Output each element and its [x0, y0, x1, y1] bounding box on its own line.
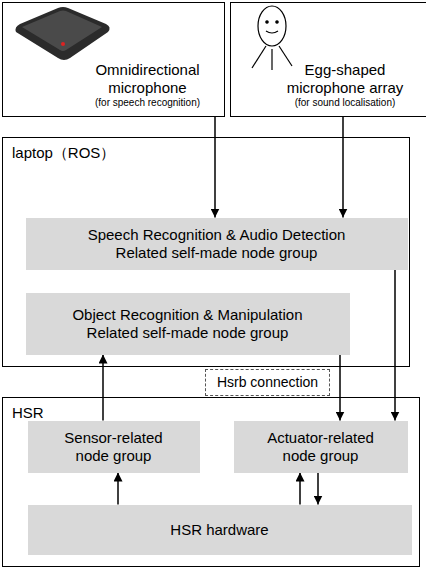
box-label: Speech Recognition & Audio Detection Rel… [72, 226, 362, 262]
tripod-leg [271, 49, 272, 70]
box-note: (for speech recognition) [95, 97, 200, 109]
arrow-connector [339, 355, 341, 421]
box-label: Sensor-related node group [49, 429, 179, 465]
tripod-leg [252, 46, 266, 68]
group-box: HSR Sensor-related node group Actuator-rel… [2, 397, 420, 567]
arrow-connector [117, 473, 119, 505]
group-heading: laptop（ROS） [12, 144, 115, 162]
box-label: Object Recognition & Manipulation Relate… [50, 306, 326, 342]
egg-array-illustration [252, 6, 292, 70]
microphone-top [22, 11, 102, 52]
egg-shell [258, 6, 286, 46]
process-box: Sensor-related node group [28, 421, 200, 473]
connection-box: Hsrb connection [205, 369, 330, 396]
box-label: Omnidirectional microphone [75, 61, 220, 97]
arrow-connector [299, 473, 301, 505]
group-heading: HSR [12, 404, 44, 422]
process-box: HSR hardware [28, 505, 412, 555]
box-label: Hsrb connection [217, 374, 318, 391]
mic-hole [276, 21, 278, 23]
box-note: (for sound localisation) [295, 97, 396, 109]
arrow-connector [102, 355, 104, 421]
process-box: Speech Recognition & Audio Detection Rel… [26, 218, 408, 270]
process-box: Object Recognition & Manipulation Relate… [26, 293, 350, 355]
tripod-leg [279, 46, 292, 66]
microphone-led [61, 42, 65, 46]
process-box: Actuator-related node group [234, 421, 408, 473]
microphone-body [16, 7, 110, 60]
group-box: laptop（ROS） Speech Recognition & Audio De… [2, 137, 410, 367]
arrow-connector [342, 117, 344, 218]
device-box: Egg-shaped microphone array(for sound lo… [230, 2, 426, 117]
box-label: Egg-shaped microphone array [273, 61, 418, 97]
box-label: HSR hardware [170, 521, 268, 539]
box-label: Actuator-related node group [255, 429, 387, 465]
egg-mark [266, 31, 278, 33]
arrow-connector [214, 117, 216, 218]
arrow-connector [317, 473, 319, 505]
device-box: Omnidirectional microphone(for speech re… [2, 2, 225, 117]
mic-hole [266, 21, 268, 23]
microphone-illustration [16, 7, 110, 60]
